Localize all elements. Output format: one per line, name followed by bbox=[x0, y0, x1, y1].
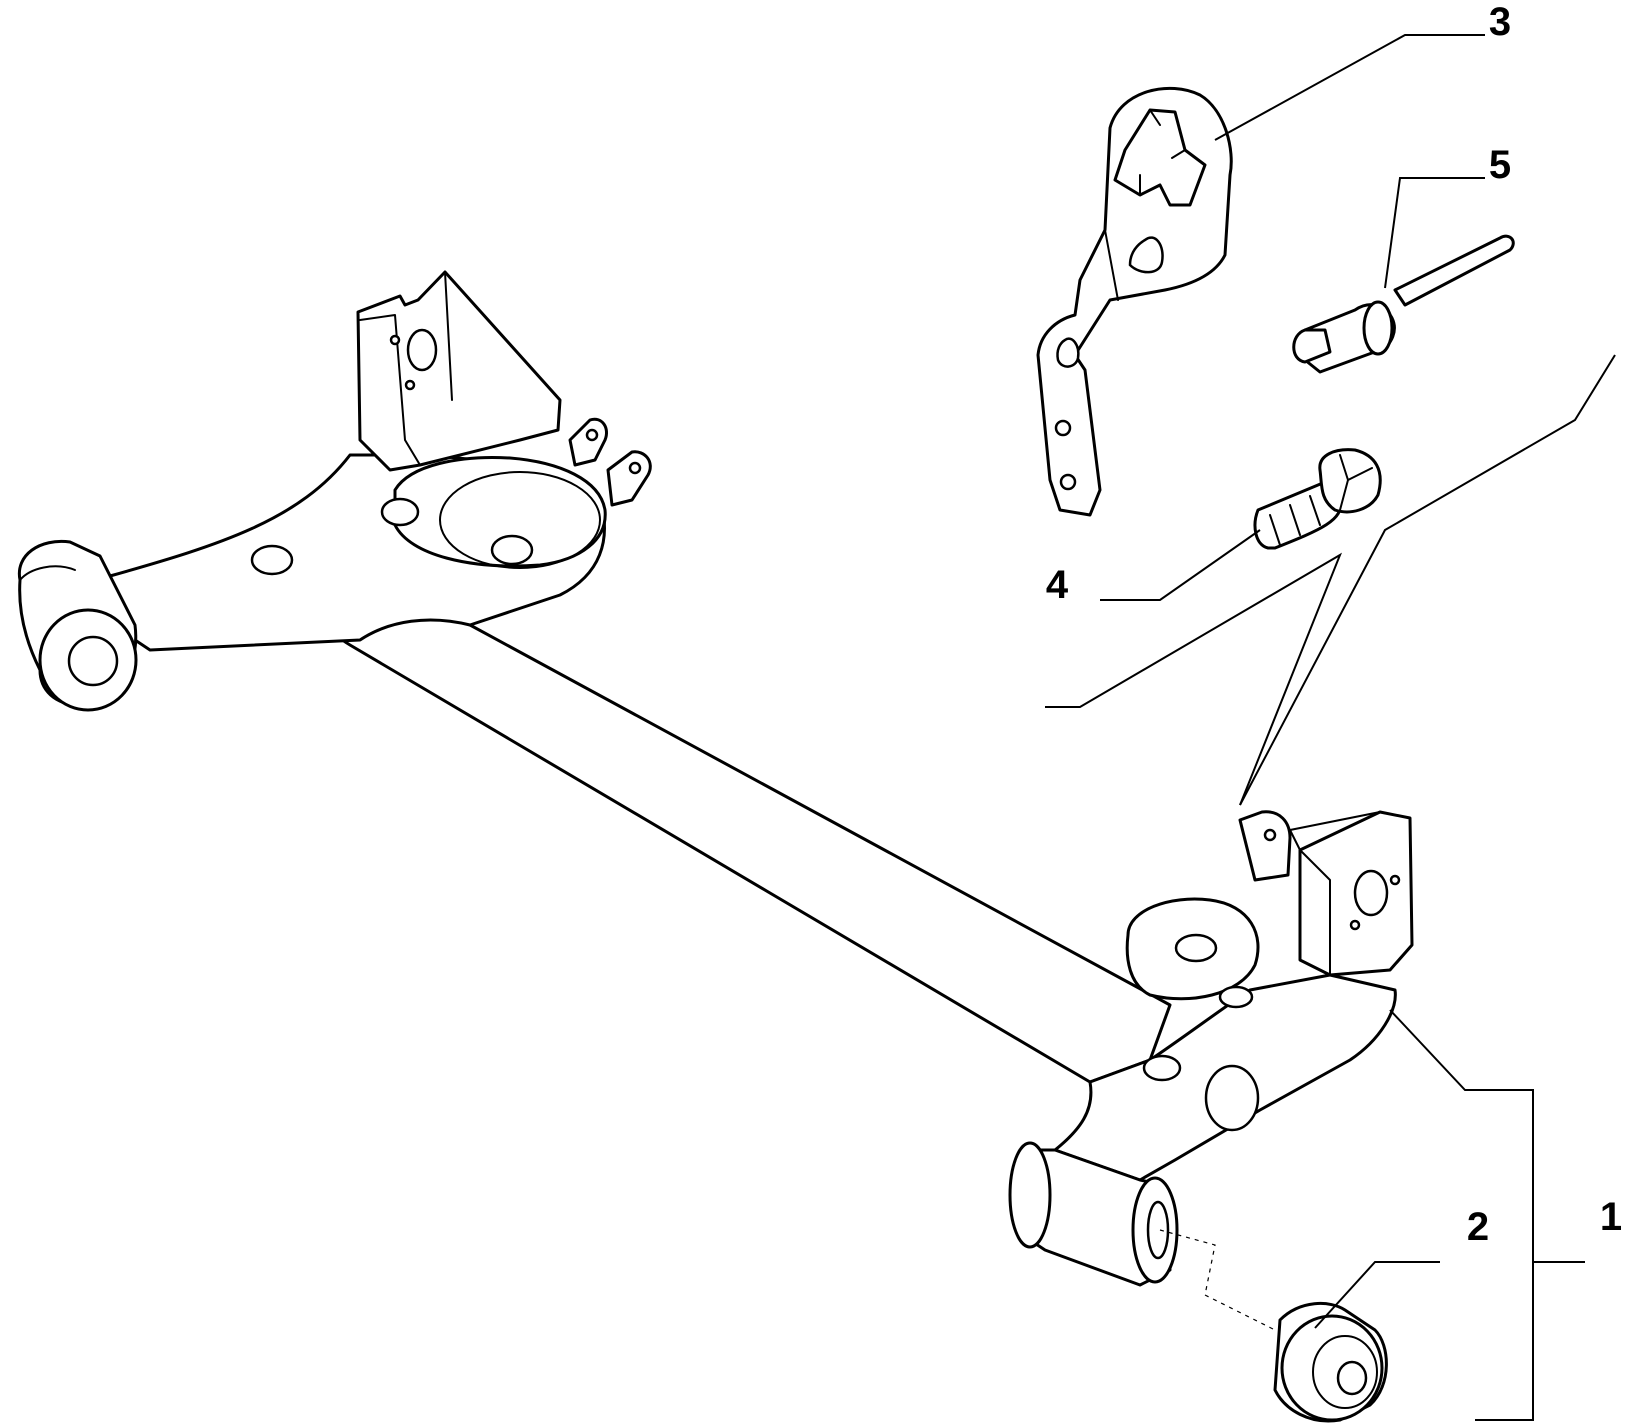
leader-1-bracket bbox=[1389, 1009, 1534, 1421]
callout-2: 2 bbox=[1467, 1205, 1489, 1249]
leader-lines bbox=[1045, 34, 1616, 1421]
rear-axle-beam bbox=[17, 270, 1414, 1287]
blind-rivet bbox=[1292, 234, 1515, 374]
left-shock-bracket bbox=[356, 270, 562, 472]
mount-group-lines bbox=[1045, 552, 1343, 806]
assembly-dashed-line bbox=[1159, 1229, 1276, 1331]
leader-5 bbox=[1384, 177, 1485, 289]
callout-4: 4 bbox=[1046, 563, 1069, 607]
right-mount-tab bbox=[1238, 810, 1292, 882]
left-mount-tab-2 bbox=[606, 450, 652, 507]
axle-cross-tube bbox=[314, 564, 1172, 1084]
callout-1: 1 bbox=[1600, 1195, 1622, 1239]
leader-2 bbox=[1314, 1261, 1440, 1329]
callout-3: 3 bbox=[1489, 0, 1511, 44]
hex-bolt bbox=[1253, 448, 1382, 550]
leader-3 bbox=[1214, 34, 1485, 141]
rubber-bushing bbox=[1273, 1301, 1388, 1423]
callout-5: 5 bbox=[1489, 143, 1511, 187]
leader-4 bbox=[1100, 529, 1261, 601]
left-spring-seat bbox=[393, 456, 607, 568]
left-mount-tab-1 bbox=[568, 417, 608, 467]
bracket-plate bbox=[1036, 86, 1233, 517]
